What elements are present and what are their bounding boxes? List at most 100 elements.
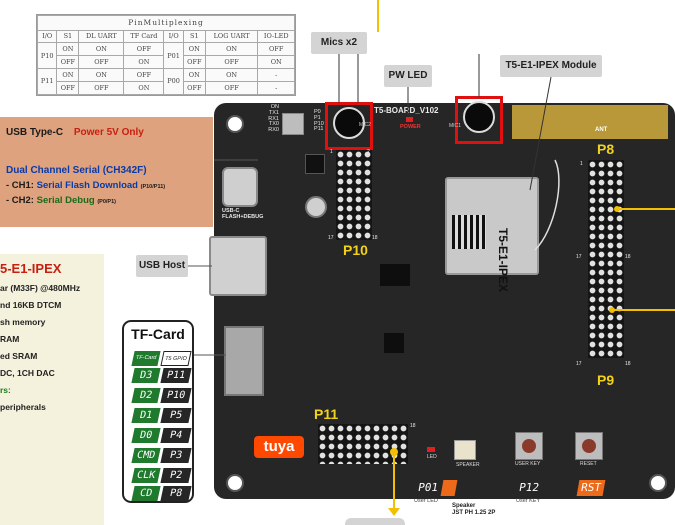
switch-label: RX1 [268,115,279,122]
pin-mux-io: P11 [36,68,58,95]
p8-num-18: 18 [625,254,631,260]
ch2-text: Serial Debug [36,195,95,206]
antenna-area [512,105,668,139]
chip [305,154,325,174]
speaker-label: SPEAKER [456,462,480,468]
lead-dot [614,206,620,212]
p9-num-17: 17 [576,361,582,367]
cell: ON [123,81,165,95]
dip-switch[interactable] [282,113,304,135]
p8-num-17: 17 [576,254,582,260]
switch-label: ON [270,104,279,110]
tf-card-table: TF-Card TF-Card T5 GPIO D3 P11 D2 P10 D1… [122,320,194,503]
power-led-icon [406,117,413,122]
qr-code-icon [452,215,486,249]
spec-line: sh memory [0,317,46,327]
antenna-cable [534,159,560,251]
flash-chip [380,264,410,286]
p8-num-1: 1 [580,161,583,167]
user-led-icon [427,447,435,452]
switch-label: RX0 [268,127,279,134]
spec-line: RAM [0,334,20,344]
tf-signal: D0 [131,428,161,443]
spec-line: ar (M33F) @480MHz [0,283,81,293]
tf-gpio: P2 [160,468,192,483]
p10-label: P10 [343,242,368,258]
p11-header [318,424,408,464]
spec-line: DC, 1CH DAC [0,368,55,378]
lead-dot [390,448,398,456]
tf-gpio: P5 [160,408,192,423]
table-row: D0 P4 [131,428,192,443]
usbc-label-1: USB-C [222,208,240,214]
p12-label: P12 [514,480,544,496]
switch-labels: ON TX1 RX1 TX0 RX0 [257,104,279,134]
ch1-pins: (P10/P11) [140,184,166,190]
table-row: OFF OFF ON OFF OFF ON [38,55,295,70]
usbc-label-2: FLASH+DEBUG [222,213,264,220]
mounting-hole [649,474,667,492]
pin-mux-io: P10 [36,42,58,70]
ant-label: ANT [595,127,608,133]
tf-card-slot[interactable] [224,326,264,396]
spec-line: nd 16KB DTCM [0,300,62,310]
module-spec-box: 5-E1-IPEX ar (M33F) @480MHz nd 16KB DTCM… [0,254,104,525]
mic1-highlight [455,96,503,144]
p9-label: P9 [597,372,615,388]
user-led-label: User LED [414,498,438,504]
ch2-pins: (P0/P1) [97,199,116,205]
pin-multiplexing-table: PinMultiplexing I/O S1 DL UART TF Card I… [36,14,296,96]
ch1-text: Serial Flash Download [36,180,138,191]
mounting-hole [226,115,244,133]
mics-callout: Mics x2 [311,32,367,54]
spec-line: rs: [0,385,11,395]
lead-line [529,76,552,191]
table-row: P11 ON ON OFF P00 ON ON - [36,68,295,95]
table-row: CMD P3 [131,448,192,463]
tf-signal: CD [131,486,161,501]
mic1-icon [463,101,495,133]
switch-labels-2: P0 P1 P10 P11 [314,109,324,133]
user-key-board-label: USER KEY [515,461,541,467]
lead-dot [609,307,615,313]
user-key-label: User KEY [516,498,541,504]
reset-cap [582,439,596,453]
tf-gpio: P4 [160,428,192,443]
table-row: D2 P10 [131,388,192,403]
table-row: P10 ON ON OFF P01 ON ON OFF [36,42,295,70]
switch-label: TX0 [268,121,279,128]
module-callout: T5-E1-IPEX Module [500,55,602,77]
power-note: Power 5V Only [73,127,144,138]
tf-col-right: T5 GPIO [160,351,192,366]
tf-card-title: TF-Card [131,326,185,342]
tf-card-header-row: TF-Card T5 GPIO [131,351,192,366]
cell: ON [78,68,125,83]
rst-label: RST [576,480,606,496]
usb-host-port[interactable] [209,236,267,296]
tf-gpio: P10 [160,388,192,403]
p9-num-18: 18 [625,361,631,367]
mic2-highlight [325,102,373,150]
power-label: POWER [400,124,421,130]
tf-gpio: P8 [160,486,192,501]
speaker-desc: Speaker JST PH 1.25 2P [452,503,495,517]
lead-arrow [388,508,400,516]
table-row: D1 P5 [131,408,192,423]
mounting-hole [226,474,244,492]
tf-signal: CLK [131,468,161,483]
p10-num-2: 2 [367,149,370,155]
usb-info-box: USB Type-C Power 5V Only Dual Channel Se… [0,117,213,227]
speaker-connector [454,440,476,460]
cell: ON [204,42,259,57]
p01-label: P01 [414,480,442,496]
table-row: D3 P11 [131,368,192,383]
usb-host-callout: USB Host [136,255,188,277]
chip [384,333,404,353]
mic1-label: MIC1 [449,123,461,129]
board-name: T5-BOARD_V102 [374,106,439,115]
usb-c-port[interactable] [222,167,258,207]
t5-module [445,177,539,275]
p10-num-18: 18 [372,235,378,241]
p8-p9-header [588,160,624,358]
usbc-label: USB-C FLASH+DEBUG [222,208,264,221]
